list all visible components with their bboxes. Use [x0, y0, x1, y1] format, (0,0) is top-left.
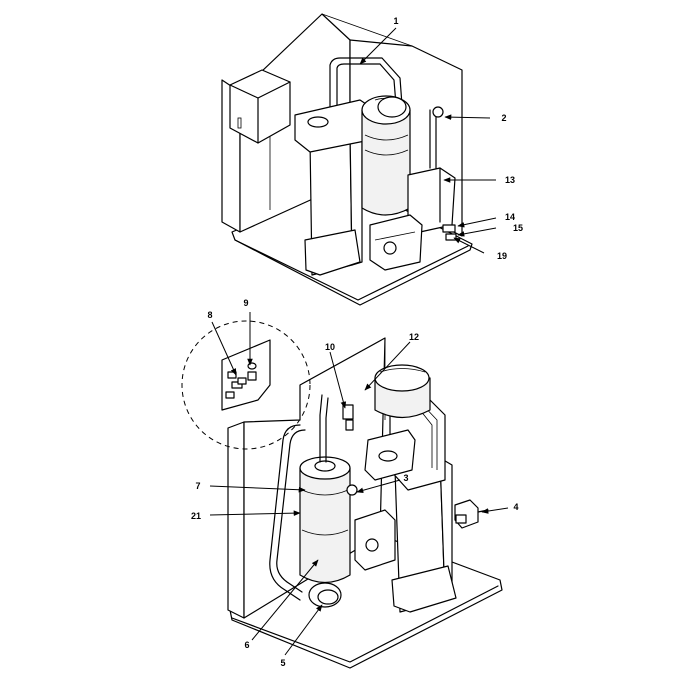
callout-5: 5: [280, 658, 285, 668]
compressor: [361, 95, 411, 216]
solenoid-valve: [454, 499, 489, 529]
callout-8: 8: [207, 310, 212, 320]
callout-1: 1: [393, 16, 398, 26]
callout-9: 9: [243, 298, 248, 308]
callout-6: 6: [244, 640, 249, 650]
bottom-unit-assembly: [227, 337, 503, 669]
callout-21: 21: [191, 511, 201, 521]
callout-2: 2: [501, 113, 506, 123]
callout-3: 3: [403, 473, 408, 483]
callout-19: 19: [497, 251, 507, 261]
callout-15: 15: [513, 223, 523, 233]
top-unit-assembly: [221, 13, 473, 306]
receiver-tank-lower: [299, 456, 351, 584]
detail-view: [181, 320, 311, 450]
motor: [308, 582, 342, 608]
electrical-box: [229, 69, 291, 144]
compressor-head: [374, 364, 431, 419]
callout-13: 13: [505, 175, 515, 185]
callout-10: 10: [325, 342, 335, 352]
callout-7: 7: [195, 481, 200, 491]
callout-labels: 1 2 13 14 15 19 8 9 10 12 3 4 7 21 6 5: [191, 16, 523, 668]
callout-leaders: [209, 27, 509, 656]
compressor-stand: [304, 129, 363, 276]
callout-12: 12: [409, 332, 419, 342]
callout-4: 4: [513, 502, 518, 512]
compressor-stand-lower: [391, 457, 457, 613]
callout-14: 14: [505, 212, 515, 222]
